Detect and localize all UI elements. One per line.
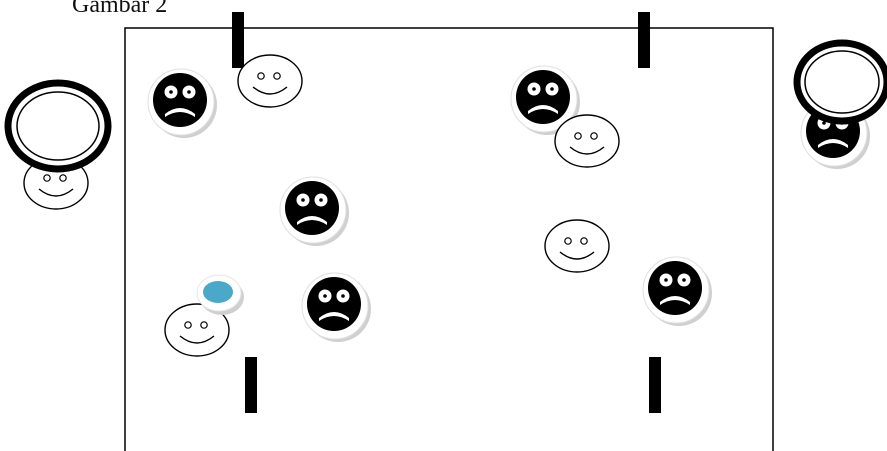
happy-face-icon: [238, 55, 302, 107]
post-bottom-left: [245, 357, 257, 413]
sad-face-icon: [302, 273, 371, 342]
happy-face-icon: [555, 115, 619, 167]
post-top-left: [232, 12, 244, 68]
sad-face-icon: [148, 69, 217, 138]
post-bottom-right: [649, 357, 661, 413]
ring-icon: [8, 83, 108, 169]
post-top-right: [638, 12, 650, 68]
playing-field: [125, 28, 773, 451]
ring-icon: [797, 43, 887, 121]
sad-face-icon: [280, 177, 349, 246]
sad-face-icon: [643, 257, 712, 326]
happy-face-icon: [545, 220, 609, 272]
